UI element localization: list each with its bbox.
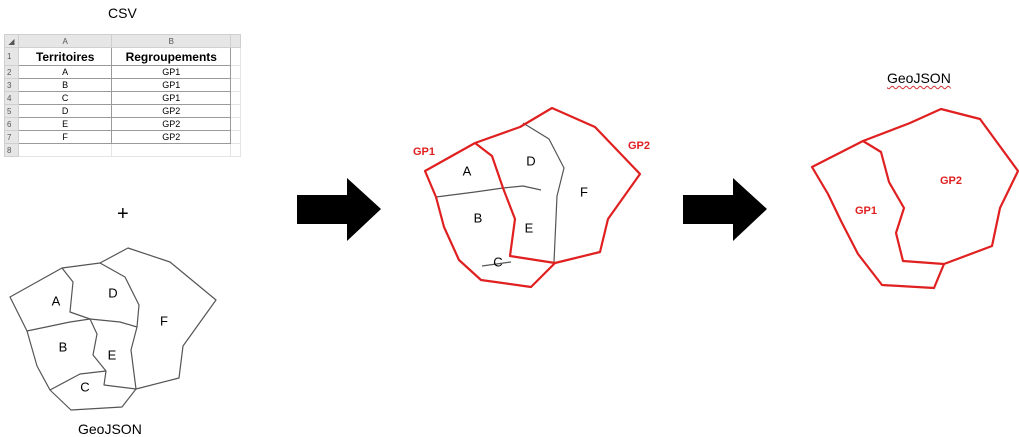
blank-cell	[230, 47, 241, 66]
territory-cell: E	[17, 117, 113, 131]
territory-border	[89, 318, 138, 390]
group-boundary	[474, 142, 556, 265]
territory-label: B	[474, 210, 483, 225]
row-number: 1	[4, 47, 19, 66]
territory-border	[99, 262, 140, 328]
blank-cell	[17, 143, 113, 157]
territory-label: D	[108, 285, 117, 300]
arrow-icon	[297, 178, 381, 241]
row-number: 3	[4, 78, 19, 92]
group-label: GP2	[940, 175, 962, 187]
territory-label: C	[80, 379, 89, 394]
territory-label: C	[493, 254, 502, 269]
arrow-icon	[683, 178, 767, 241]
group-cell: GP1	[111, 65, 232, 79]
group-cell: GP2	[111, 117, 232, 131]
input-territory-map: A B C D E F	[9, 247, 217, 411]
sheet-corner: ◢	[4, 34, 19, 48]
row-number: 5	[4, 104, 19, 118]
row-number: 8	[4, 143, 19, 157]
column-header-b: B	[111, 34, 232, 48]
territory-label: B	[59, 339, 68, 354]
plus-sign: +	[117, 203, 129, 225]
territory-border	[502, 185, 542, 191]
csv-title: CSV	[108, 5, 137, 21]
geojson-caption-input: GeoJSON	[78, 421, 142, 437]
blank-cell	[230, 117, 241, 131]
grouped-territory-map: A B C D E F GP1 GP2	[413, 106, 650, 289]
territory-label: F	[580, 184, 588, 199]
blank-cell	[230, 78, 241, 92]
group-cell: GP1	[111, 91, 232, 105]
territory-border	[26, 318, 91, 332]
group-label: GP1	[855, 205, 877, 217]
territory-label: D	[526, 153, 535, 168]
group-outline	[810, 107, 1019, 290]
territory-cell: F	[17, 130, 113, 144]
group-outline	[423, 106, 642, 289]
territory-label: F	[160, 313, 168, 328]
output-group-map: GP1 GP2	[810, 107, 1019, 290]
territory-label: E	[108, 347, 117, 362]
blank-cell	[230, 130, 241, 144]
territory-border	[89, 318, 137, 390]
territory-border	[481, 261, 512, 267]
territory-cell: A	[17, 65, 113, 79]
csv-spreadsheet: ◢ A B 1 Territoires Regroupements 2 A GP…	[4, 34, 241, 185]
group-label: GP2	[628, 140, 650, 152]
territory-border	[435, 187, 504, 198]
column-header-a: A	[17, 34, 113, 48]
header-cell-territoires: Territoires	[17, 47, 113, 66]
group-boundary	[862, 140, 945, 266]
blank-cell	[230, 91, 241, 105]
blank-cell	[111, 143, 232, 157]
group-cell: GP2	[111, 130, 232, 144]
territory-label: A	[52, 293, 61, 308]
header-cell-regroupements: Regroupements	[111, 47, 232, 66]
group-cell: GP2	[111, 104, 232, 118]
group-label: GP1	[413, 146, 435, 158]
blank-cell	[230, 104, 241, 118]
territory-border	[522, 122, 565, 263]
blank-cell	[230, 65, 241, 79]
territory-border	[49, 370, 107, 391]
territory-label: A	[463, 163, 472, 178]
row-number: 4	[4, 91, 19, 105]
territory-label: E	[525, 220, 534, 235]
group-cell: GP1	[111, 78, 232, 92]
territory-cell: D	[17, 104, 113, 118]
row-number: 7	[4, 130, 19, 144]
column-header-extra	[230, 34, 241, 48]
row-number: 6	[4, 117, 19, 131]
blank-cell	[230, 143, 241, 157]
territory-cell: B	[17, 78, 113, 92]
row-number: 2	[4, 65, 19, 79]
map-outline	[9, 247, 217, 411]
territory-cell: C	[17, 91, 113, 105]
territory-border	[61, 267, 91, 320]
geojson-caption-output: GeoJSON	[887, 70, 951, 86]
